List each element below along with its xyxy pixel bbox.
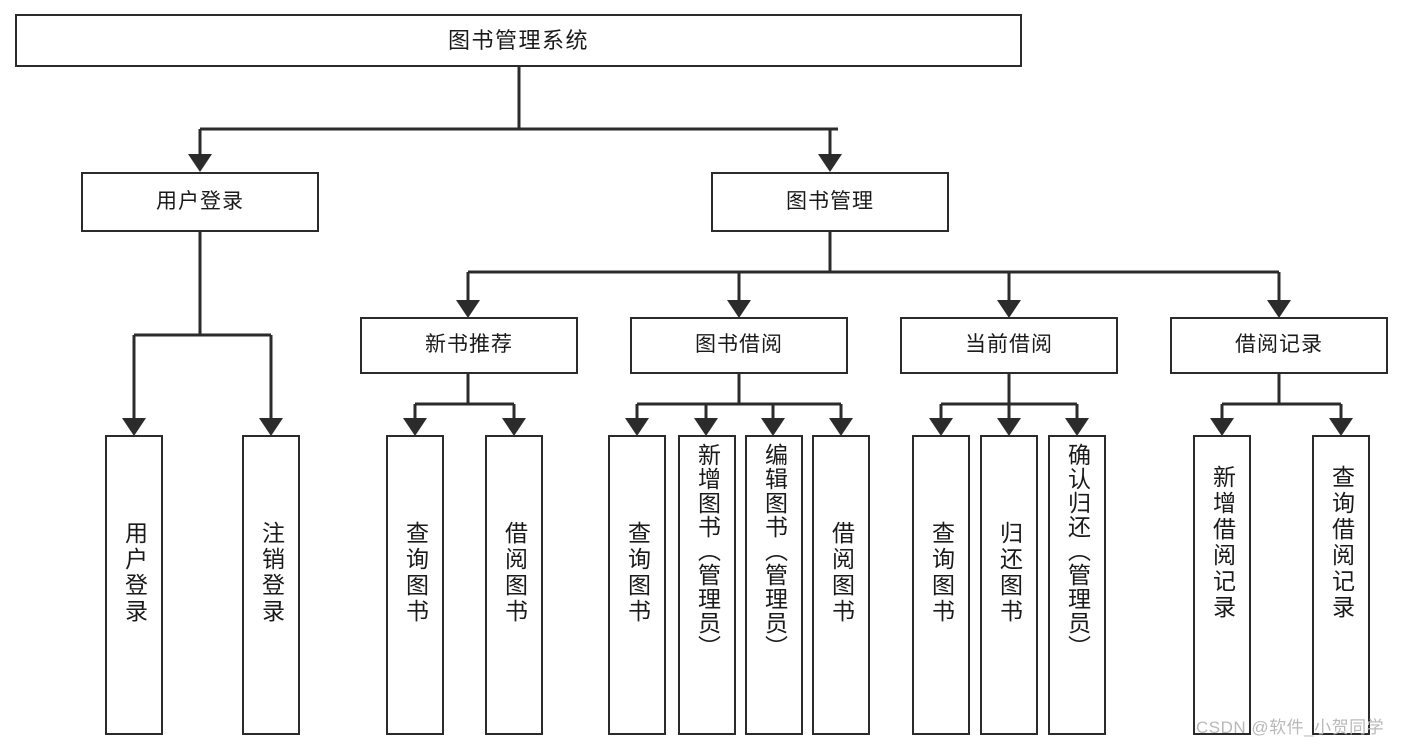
leaf-query-book-recommend[interactable]: 查询图书 [386,435,444,735]
leaf-query-borrow-record[interactable]: 查询借阅记录 [1312,435,1370,735]
node-label: 图书借阅 [695,333,783,357]
node-root-system[interactable]: 图书管理系统 [15,14,1022,67]
leaf-edit-book-admin[interactable]: 编辑图书（管理员） [745,435,803,735]
node-new-book-recommend[interactable]: 新书推荐 [360,317,578,374]
node-label: 当前借阅 [965,333,1053,357]
node-label: 用户登录 [121,521,148,625]
leaf-borrow-book[interactable]: 借阅图书 [812,435,870,735]
node-label: 查询图书 [928,521,955,625]
node-user-login[interactable]: 用户登录 [81,172,319,232]
leaf-query-book-borrow[interactable]: 查询图书 [608,435,666,735]
node-label: 新增借阅记录 [1209,465,1236,621]
node-label: 查询图书 [624,521,651,625]
node-label: 借阅图书 [828,521,855,625]
node-label: 确认归还（管理员） [1064,443,1091,659]
leaf-add-book-admin[interactable]: 新增图书（管理员） [678,435,736,735]
node-book-management[interactable]: 图书管理 [711,172,949,232]
node-label: 用户登录 [156,189,244,213]
leaf-confirm-return-admin[interactable]: 确认归还（管理员） [1048,435,1106,735]
node-label: 查询借阅记录 [1328,465,1355,621]
node-label: 新增图书（管理员） [694,443,721,659]
node-book-borrow[interactable]: 图书借阅 [630,317,848,374]
node-label: 注销登录 [258,521,285,625]
leaf-return-book[interactable]: 归还图书 [980,435,1038,735]
leaf-add-borrow-record[interactable]: 新增借阅记录 [1193,435,1251,735]
node-current-borrow[interactable]: 当前借阅 [900,317,1118,374]
node-label: 借阅记录 [1235,333,1323,357]
node-label: 编辑图书（管理员） [761,443,788,659]
node-label: 归还图书 [996,521,1023,625]
node-borrow-record[interactable]: 借阅记录 [1170,317,1388,374]
leaf-user-login[interactable]: 用户登录 [105,435,163,735]
node-label: 图书管理 [786,189,874,213]
node-label: 图书管理系统 [447,27,589,53]
node-label: 查询图书 [402,521,429,625]
leaf-query-book-current[interactable]: 查询图书 [912,435,970,735]
leaf-borrow-book-recommend[interactable]: 借阅图书 [485,435,543,735]
node-label: 借阅图书 [501,521,528,625]
leaf-logout[interactable]: 注销登录 [242,435,300,735]
node-label: 新书推荐 [425,333,513,357]
